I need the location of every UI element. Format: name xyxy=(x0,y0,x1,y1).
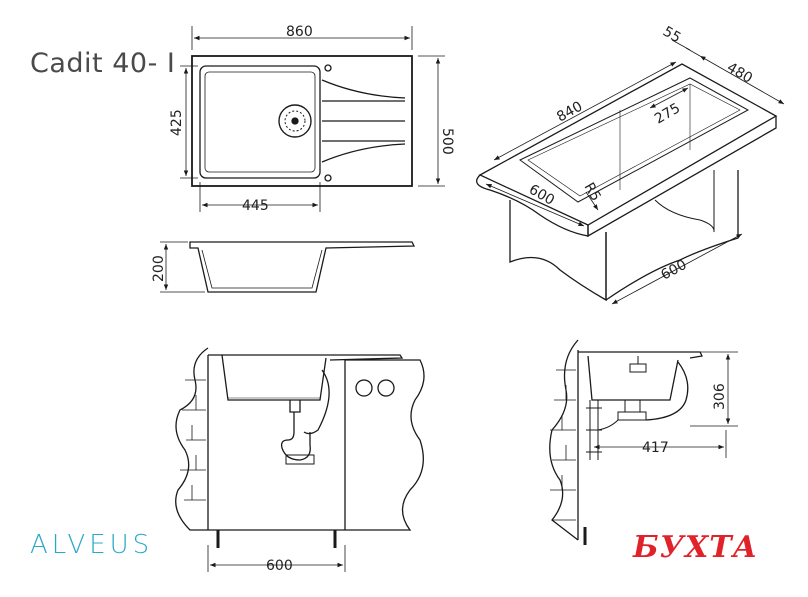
top-view xyxy=(180,26,445,212)
dim-iso-cabinet: 600 xyxy=(658,257,689,284)
pipe-hole-1 xyxy=(355,379,373,397)
overflow-pipe xyxy=(303,369,330,435)
profile-outline xyxy=(189,241,416,293)
cutout-inner xyxy=(527,83,741,197)
dim-depth-side: 200 xyxy=(151,255,167,282)
cabinet-left xyxy=(509,200,607,302)
siphon-top xyxy=(289,400,301,413)
countertop-side xyxy=(587,116,777,238)
drain-outer xyxy=(278,104,312,138)
bowl-outline xyxy=(199,65,321,179)
groove-5 xyxy=(321,143,406,163)
cabinet-right xyxy=(605,170,739,301)
dim-iso-length: 840 xyxy=(554,99,585,126)
shop-logo: БУХТА xyxy=(633,530,759,565)
dim-iso-front: 600 xyxy=(526,182,557,209)
side-profile xyxy=(160,241,416,293)
product-title: Cadit 40- I xyxy=(30,48,176,79)
drain-center xyxy=(291,117,299,125)
front-countertop xyxy=(208,354,404,361)
pipe-hole-2 xyxy=(377,379,395,397)
front-install-view xyxy=(175,347,425,572)
side-overflow xyxy=(645,361,689,421)
dim-iso-width: 480 xyxy=(724,60,755,87)
dim-top-width: 860 xyxy=(286,24,313,40)
isometric-view xyxy=(476,39,785,305)
groove-1 xyxy=(321,79,406,99)
dim-top-height: 500 xyxy=(439,128,455,155)
wall-right xyxy=(345,359,425,531)
dim-bowl-width: 445 xyxy=(242,198,269,214)
side-bowl xyxy=(587,355,679,401)
siphon-trap xyxy=(280,412,311,461)
drain-inner xyxy=(284,110,306,132)
dim-bowl-height: 425 xyxy=(169,109,185,136)
cabinet-back xyxy=(654,170,715,233)
overflow-hole xyxy=(324,174,332,182)
sink-outline xyxy=(191,55,413,187)
dim-iso-edge: 55 xyxy=(660,24,683,47)
front-bowl xyxy=(221,354,327,401)
brick-wall-left xyxy=(175,347,209,531)
side-install-view xyxy=(549,339,738,545)
dim-cabinet-width: 600 xyxy=(266,558,293,574)
profile-inner xyxy=(201,249,323,289)
tap-hole xyxy=(324,64,332,72)
dim-side-depth: 417 xyxy=(642,440,669,456)
bowl-inner xyxy=(204,71,316,173)
side-countertop xyxy=(578,351,703,359)
dim-iso-radius: R5 xyxy=(581,180,604,204)
brand-logo: ALVEUS xyxy=(30,530,154,560)
dim-side-height: 306 xyxy=(712,383,728,410)
